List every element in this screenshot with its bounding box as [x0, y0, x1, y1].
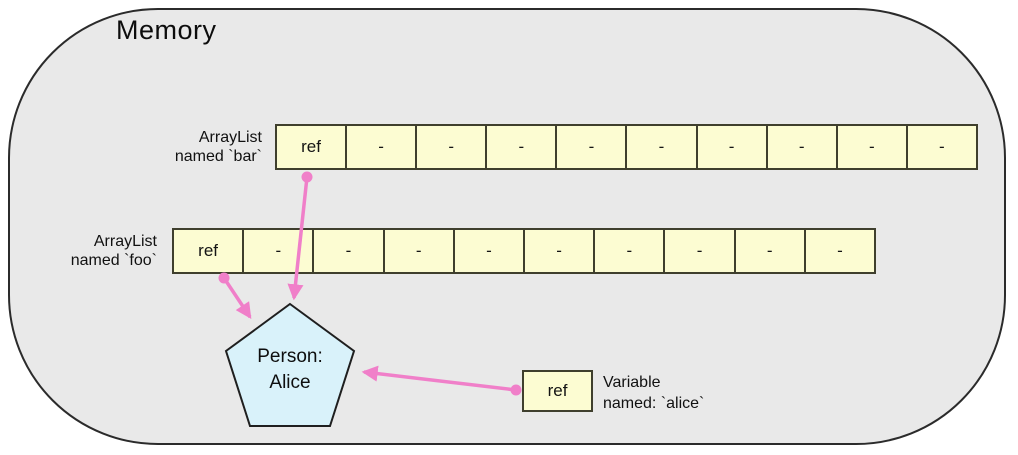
- arraylist-bar-label-line1: ArrayList: [198, 129, 262, 146]
- array-cell: -: [523, 228, 596, 274]
- alice-variable-ref-text: ref: [547, 381, 568, 400]
- array-cell: -: [555, 124, 628, 170]
- array-cell: -: [312, 228, 385, 274]
- array-cell: -: [835, 124, 908, 170]
- array-cell: -: [695, 124, 768, 170]
- array-cell: -: [663, 228, 736, 274]
- memory-region: [8, 8, 1006, 445]
- array-cell: -: [765, 124, 838, 170]
- array-cell: -: [733, 228, 806, 274]
- alice-variable-label-line2: named: `alice`: [603, 395, 705, 412]
- person-pentagon-label: Person: Alice: [224, 344, 356, 396]
- alice-variable-ref-box: ref: [522, 370, 593, 412]
- array-cell: -: [593, 228, 666, 274]
- arraylist-foo-cells: ref - - - - - - - - -: [172, 228, 877, 274]
- arraylist-bar-label: ArrayList named `bar`: [60, 128, 262, 166]
- arraylist-bar-label-line2: named `bar`: [174, 148, 262, 165]
- array-cell: -: [485, 124, 558, 170]
- array-cell: -: [625, 124, 698, 170]
- person-label-line2: Alice: [269, 372, 311, 393]
- array-cell: -: [905, 124, 978, 170]
- array-cell: -: [452, 228, 526, 274]
- alice-variable-label-line1: Variable: [603, 374, 661, 391]
- array-cell: -: [242, 228, 315, 274]
- array-cell: -: [345, 124, 418, 170]
- arraylist-foo-label-line2: named `foo`: [70, 252, 157, 269]
- alice-variable-label: Variable named: `alice`: [603, 372, 704, 414]
- arraylist-foo-label-line1: ArrayList: [93, 233, 157, 250]
- arraylist-foo-label: ArrayList named `foo`: [20, 232, 157, 270]
- arraylist-bar-cells: ref - - - - - - - - -: [275, 124, 978, 170]
- person-label-line1: Person:: [257, 346, 323, 367]
- diagram-title: Memory: [116, 15, 217, 45]
- array-cell: ref: [275, 124, 348, 170]
- array-cell: -: [415, 124, 488, 170]
- array-cell: -: [382, 228, 455, 274]
- array-cell: ref: [172, 228, 245, 274]
- array-cell: -: [803, 228, 877, 274]
